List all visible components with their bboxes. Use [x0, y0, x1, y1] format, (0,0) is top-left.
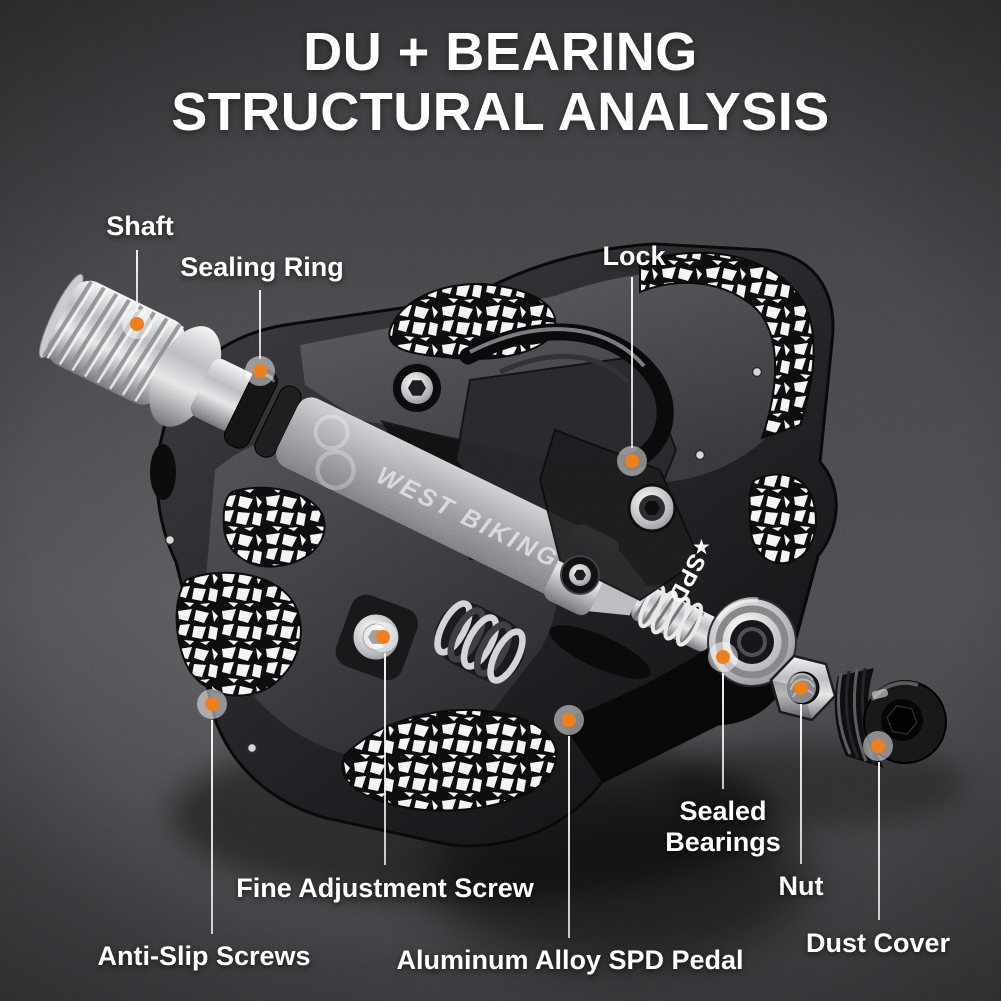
page-title: DU + BEARING STRUCTURAL ANALYSIS — [0, 22, 1001, 142]
callout-line — [631, 277, 633, 448]
callout-label: Sealing Ring — [180, 252, 344, 282]
callout-dot — [368, 622, 398, 652]
callout-label: Nut — [778, 871, 824, 901]
callout-label: Anti-Slip Screws — [97, 941, 311, 971]
callout-label: Sealed Bearings — [665, 796, 781, 857]
callout-label: Shaft — [106, 211, 174, 241]
callout-dot — [197, 689, 227, 719]
callout-label: Fine Adjustment Screw — [236, 873, 534, 903]
callout-label: Lock — [602, 241, 666, 271]
title-line-1: DU + BEARING — [303, 22, 698, 82]
callout-line — [384, 653, 386, 865]
svg-text:★: ★ — [692, 536, 711, 559]
callout-dot — [786, 673, 816, 703]
callout-line — [878, 762, 880, 920]
callout-dot — [863, 731, 893, 761]
callout-dot — [554, 705, 584, 735]
callout-line — [259, 290, 261, 359]
callout-line — [211, 720, 213, 934]
hex-bolt — [391, 362, 443, 414]
callout-label: Aluminum Alloy SPD Pedal — [396, 945, 744, 975]
title-line-2: STRUCTURAL ANALYSIS — [171, 82, 830, 142]
callout-line — [136, 250, 138, 312]
hex-bolt — [560, 555, 600, 595]
callout-dot — [122, 309, 152, 339]
hex-bolt — [627, 483, 677, 533]
callout-dot — [617, 446, 647, 476]
callout-dot — [245, 356, 275, 386]
callout-line — [722, 673, 724, 789]
callout-line — [568, 736, 570, 938]
callout-label: Dust Cover — [805, 928, 951, 958]
callout-line — [800, 704, 802, 864]
callout-dot — [708, 642, 738, 672]
